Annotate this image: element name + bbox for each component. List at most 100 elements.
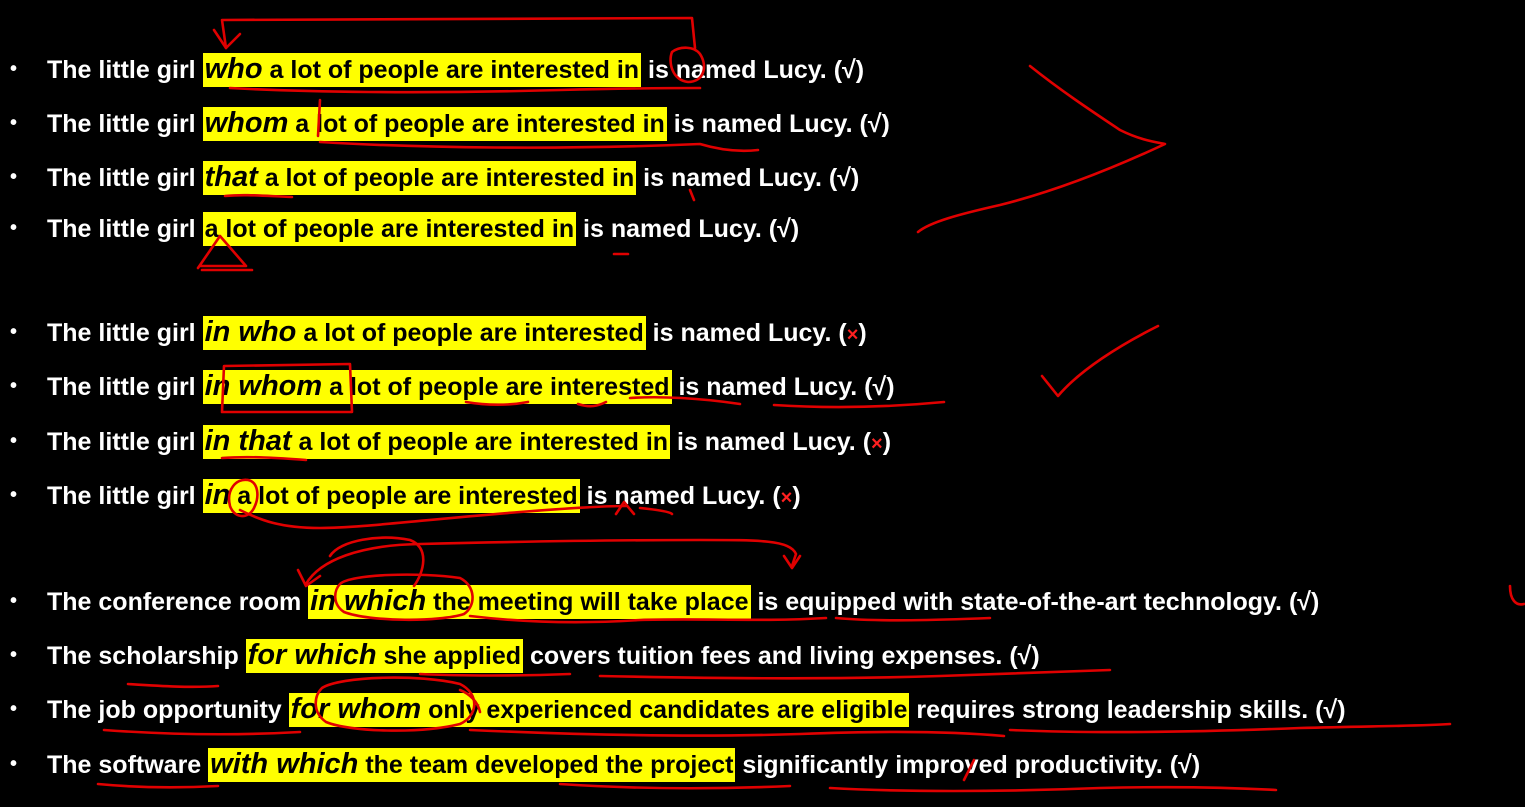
sentence-tail: is named Lucy. ( [641, 56, 843, 84]
sentence-text: The software with which the team develop… [47, 744, 1200, 785]
highlighted-clause: in which the meeting will take place [308, 585, 751, 619]
clause-text: the team developed the project [358, 751, 734, 779]
highlighted-clause: with which the team developed the projec… [208, 748, 736, 782]
ink-big-brace [916, 64, 1167, 234]
sentence-text: The little girl whom a lot of people are… [47, 103, 890, 144]
check-mark: √ [1323, 696, 1338, 724]
clause-text: she applied [376, 642, 522, 670]
sentence-tail: requires strong leadership skills. ( [909, 696, 1324, 724]
ink-arrow-left [304, 538, 798, 586]
bullet: • [10, 644, 18, 666]
cross-mark: × [846, 324, 859, 346]
sentence-text: The little girl in that a lot of people … [47, 421, 891, 464]
clause-text: a lot of people are interested in [204, 215, 575, 243]
cross-mark: × [780, 487, 793, 509]
sentence-head: The scholarship [47, 642, 246, 670]
sentence-text: The conference room in which the meeting… [47, 581, 1319, 622]
bullet: • [10, 698, 18, 720]
sentence-tail: is named Lucy. ( [576, 215, 778, 243]
mark-close: ) [792, 482, 801, 510]
check-mark: √ [1178, 751, 1192, 779]
mark-close: ) [881, 110, 890, 138]
relative-word: for which [247, 639, 377, 671]
ink-underline-job [102, 728, 302, 736]
relative-word: whom [204, 107, 289, 139]
clause-text: a lot of people are interested [322, 373, 670, 401]
sentence-head: The little girl [47, 56, 203, 84]
check-mark: √ [1017, 642, 1032, 670]
clause-text: a lot of people are interested in [288, 110, 665, 138]
sentence-head: The little girl [47, 110, 203, 138]
clause-text: a lot of people are interested in [291, 428, 669, 456]
highlighted-clause: in who a lot of people are interested [202, 316, 646, 350]
mark-close: ) [790, 215, 800, 243]
bullet: • [10, 321, 18, 343]
sentence-text: The little girl in whom a lot of people … [47, 366, 895, 407]
sentence-tail: is named Lucy. ( [666, 110, 868, 138]
sentence-text: The little girl that a lot of people are… [47, 157, 859, 198]
clause-text: a lot of people are interested [296, 319, 644, 347]
cross-mark: × [871, 433, 883, 455]
ink-arrowhead-right [782, 554, 802, 570]
bullet: • [10, 58, 18, 80]
check-mark: √ [872, 373, 887, 401]
highlighted-clause: in a lot of people are interested [202, 479, 580, 513]
relative-word: in that [204, 425, 292, 457]
clause-text: only experienced candidates are eligible [421, 696, 908, 724]
sentence-head: The job opportunity [47, 696, 289, 724]
sentence-tail: covers tuition fees and living expenses.… [523, 642, 1018, 670]
ink-loop-in-which [328, 536, 425, 588]
highlighted-clause: in that a lot of people are interested i… [202, 425, 671, 459]
bullet: • [10, 753, 18, 775]
relative-word: in [204, 479, 231, 511]
sentence-tail: is named Lucy. ( [671, 373, 873, 401]
bullet: • [10, 217, 18, 239]
bullet: • [10, 590, 18, 612]
ink-underline-scholarship [126, 682, 220, 689]
sentence-text: The little girl who a lot of people are … [47, 49, 864, 90]
clause-text: the meeting will take place [426, 588, 749, 616]
bullet: • [10, 484, 18, 506]
check-mark: √ [867, 110, 882, 138]
sentence-tail: is named Lucy. ( [579, 482, 781, 510]
highlighted-clause: in whom a lot of people are interested [202, 370, 672, 404]
mark-close: ) [1337, 696, 1346, 724]
sentence-tail: is equipped with state-of-the-art techno… [750, 588, 1298, 616]
highlighted-clause: a lot of people are interested in [202, 212, 577, 246]
clause-text: a lot of people are interested in [257, 164, 635, 192]
bullet: • [10, 375, 18, 397]
mark-close: ) [882, 428, 892, 456]
highlighted-clause: for whom only experienced candidates are… [288, 693, 910, 727]
check-mark: √ [842, 56, 856, 84]
sentence-head: The little girl [47, 164, 203, 192]
relative-word: in which [310, 585, 427, 617]
sentence-tail: is named Lucy. ( [645, 319, 847, 347]
ink-check-row9 [1508, 584, 1525, 606]
mark-close: ) [1191, 751, 1201, 779]
sentence-text: The scholarship for which she applied co… [47, 635, 1040, 676]
sentence-text: The little girl in a lot of people are i… [47, 475, 801, 518]
relative-word: in whom [204, 370, 323, 402]
sentence-head: The little girl [47, 215, 203, 243]
sentence-head: The little girl [47, 373, 203, 401]
highlighted-clause: for which she applied [245, 639, 524, 673]
sentence-head: The conference room [47, 588, 309, 616]
bullet: • [10, 112, 18, 134]
ink-arrowhead-top [212, 28, 242, 50]
relative-word: in who [204, 316, 297, 348]
highlighted-clause: whom a lot of people are interested in [202, 107, 667, 141]
clause-text: a lot of people are interested in [262, 56, 640, 84]
mark-close: ) [1031, 642, 1040, 670]
relative-word: with which [210, 748, 359, 780]
sentence-text: The little girl a lot of people are inte… [47, 208, 799, 249]
check-mark: √ [1297, 588, 1311, 616]
highlighted-clause: who a lot of people are interested in [202, 53, 642, 87]
mark-close: ) [858, 319, 867, 347]
relative-word: that [204, 161, 258, 193]
mark-close: ) [850, 164, 860, 192]
sentence-head: The software [47, 751, 209, 779]
sentence-text: The little girl in who a lot of people a… [47, 312, 867, 355]
sentence-head: The little girl [47, 482, 203, 510]
ink-underline-candidates [468, 728, 1006, 738]
